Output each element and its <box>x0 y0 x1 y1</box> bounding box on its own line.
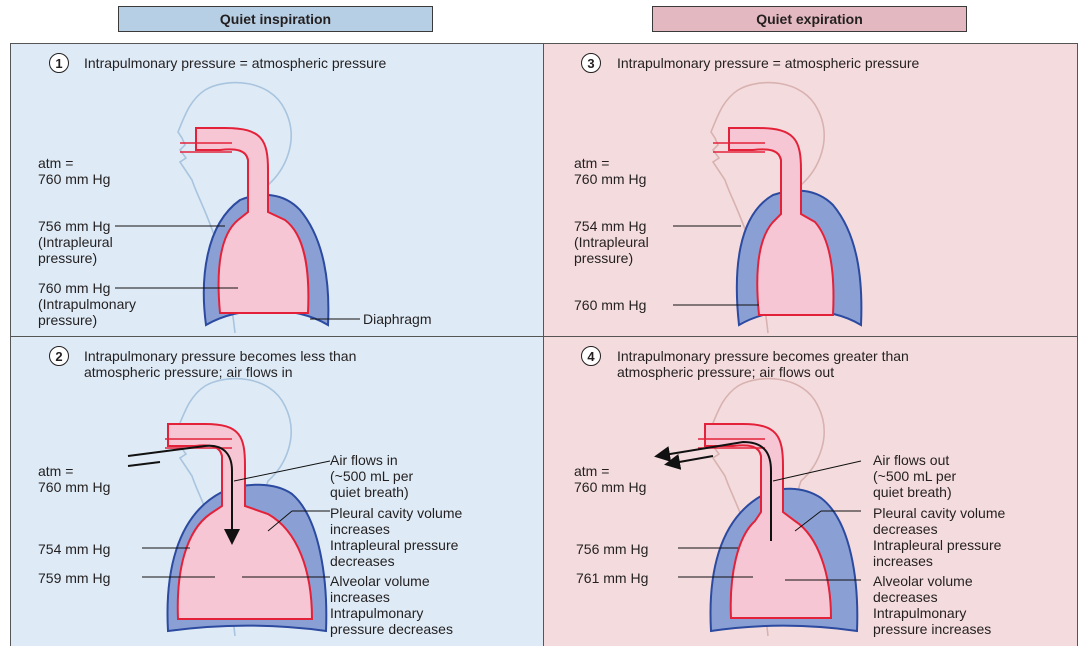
panel-4-pleural-label: Pleural cavity volume decreases Intraple… <box>873 505 1005 569</box>
step-number-1: 1 <box>49 53 69 73</box>
panel-4-title: Intrapulmonary pressure becomes greater … <box>617 348 909 380</box>
panel-1-intrapleural-label: 756 mm Hg (Intrapleural pressure) <box>38 218 113 266</box>
panel-1-atm-label: atm = 760 mm Hg <box>38 155 110 187</box>
figure-panel-2 <box>128 379 330 636</box>
panel-4-alveolar-label: Alveolar volume decreases Intrapulmonary… <box>873 573 991 637</box>
panel-2-title: Intrapulmonary pressure becomes less tha… <box>84 348 356 380</box>
step-number-4: 4 <box>581 346 601 366</box>
panel-4-atm-label: atm = 760 mm Hg <box>574 463 646 495</box>
panel-3-intrapulmonary-label: 760 mm Hg <box>574 297 646 313</box>
panel-1-title: Intrapulmonary pressure = atmospheric pr… <box>84 55 386 71</box>
panel-1-intrapulmonary-label: 760 mm Hg (Intrapulmonary pressure) <box>38 280 136 328</box>
panel-4-intrapulmonary-label: 761 mm Hg <box>576 570 648 586</box>
figure-panel-3 <box>673 83 861 333</box>
panel-4-air-label: Air flows out (~500 mL per quiet breath) <box>873 452 956 500</box>
leader-air <box>773 461 861 481</box>
panel-2-pleural-label: Pleural cavity volume increases Intraple… <box>330 505 462 569</box>
panel-2-alveolar-label: Alveolar volume increases Intrapulmonary… <box>330 573 453 637</box>
panel-3-atm-label: atm = 760 mm Hg <box>574 155 646 187</box>
panel-2-atm-label: atm = 760 mm Hg <box>38 463 110 495</box>
panel-3-title: Intrapulmonary pressure = atmospheric pr… <box>617 55 919 71</box>
panel-4-intrapleural-label: 756 mm Hg <box>576 541 648 557</box>
air-flow-arrow-2 <box>128 462 160 466</box>
step-number-2: 2 <box>49 346 69 366</box>
step-number-3: 3 <box>581 53 601 73</box>
panel-2-air-label: Air flows in (~500 mL per quiet breath) <box>330 452 413 500</box>
panel-3-intrapleural-label: 754 mm Hg (Intrapleural pressure) <box>574 218 649 266</box>
air-flow-arrow-2 <box>668 456 713 464</box>
figure-panel-4 <box>658 379 861 636</box>
figure-panel-1 <box>115 83 360 333</box>
panel-2-intrapleural-label: 754 mm Hg <box>38 541 110 557</box>
panel-2-intrapulmonary-label: 759 mm Hg <box>38 570 110 586</box>
panel-1-diaphragm-label: Diaphragm <box>363 311 431 327</box>
